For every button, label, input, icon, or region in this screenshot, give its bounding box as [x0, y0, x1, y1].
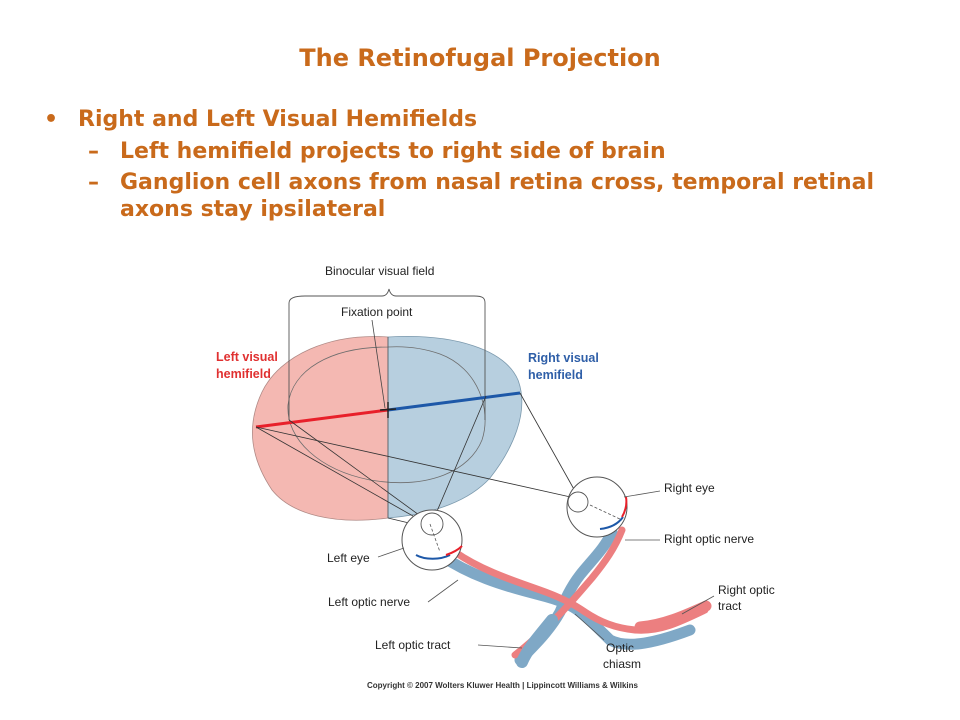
copyright-text: Copyright © 2007 Wolters Kluwer Health |…	[367, 681, 639, 690]
right-optic-tract-label-line1: Right optic	[718, 583, 775, 597]
sub-bullet-text: Ganglion cell axons from nasal retina cr…	[120, 170, 875, 222]
dash-icon: –	[88, 139, 99, 164]
left-hemifield-label-line2: hemifield	[216, 367, 271, 381]
binocular-field-outline	[287, 346, 486, 483]
bullet-text: Right and Left Visual Hemifields	[78, 107, 478, 132]
sub-bullet-item: – Left hemifield projects to right side …	[88, 138, 944, 165]
sub-bullet-item: – Ganglion cell axons from nasal retina …	[88, 169, 944, 223]
left-optic-tract-leader	[477, 644, 523, 649]
fixation-point-label: Fixation point	[341, 305, 413, 319]
bullet-list: • Right and Left Visual Hemifields – Lef…	[44, 106, 944, 223]
right-hemifield-label-line2: hemifield	[528, 368, 583, 382]
right-meridian-line	[387, 391, 521, 412]
projection-line	[519, 392, 581, 501]
left-optic-tract	[516, 614, 558, 668]
right-hemifield-shape	[387, 336, 523, 519]
projection-line	[255, 426, 576, 499]
optic-chiasm-label-line2: chiasm	[603, 657, 641, 671]
left-optic-nerve-leader	[427, 579, 459, 603]
optic-chiasm-label-line1: Optic	[606, 641, 634, 655]
binocular-bracket	[288, 288, 486, 420]
projection-line	[255, 426, 421, 521]
projection-line	[431, 395, 487, 524]
left-optic-nerve-label: Left optic nerve	[328, 595, 410, 609]
projection-line	[288, 419, 431, 524]
left-optic-tract-label: Left optic tract	[375, 638, 451, 652]
right-hemifield-label-line1: Right visual	[528, 351, 599, 365]
right-eye	[566, 476, 628, 538]
right-optic-nerve-label: Right optic nerve	[664, 532, 754, 546]
bullet-icon: •	[44, 107, 59, 132]
left-hemifield-label-line1: Left visual	[216, 350, 278, 364]
right-optic-tract-label-line2: tract	[718, 599, 742, 613]
slide-title: The Retinofugal Projection	[299, 44, 661, 72]
optic-chiasm-leader	[574, 613, 605, 641]
right-eye-leader	[623, 490, 661, 498]
sub-bullet-text: Left hemifield projects to right side of…	[120, 139, 666, 164]
left-hemifield-shape	[252, 336, 389, 521]
left-eye-label: Left eye	[327, 551, 370, 565]
left-eye	[401, 509, 463, 571]
binocular-field-label: Binocular visual field	[325, 264, 434, 278]
left-eye-leader	[377, 547, 405, 558]
right-optic-tract	[634, 600, 712, 633]
fixation-leader	[371, 319, 386, 409]
dash-icon: –	[88, 170, 99, 195]
bullet-item: • Right and Left Visual Hemifields	[44, 106, 944, 133]
right-eye-label: Right eye	[664, 481, 715, 495]
right-optic-tract-leader	[681, 595, 715, 615]
left-meridian-line	[255, 408, 389, 429]
